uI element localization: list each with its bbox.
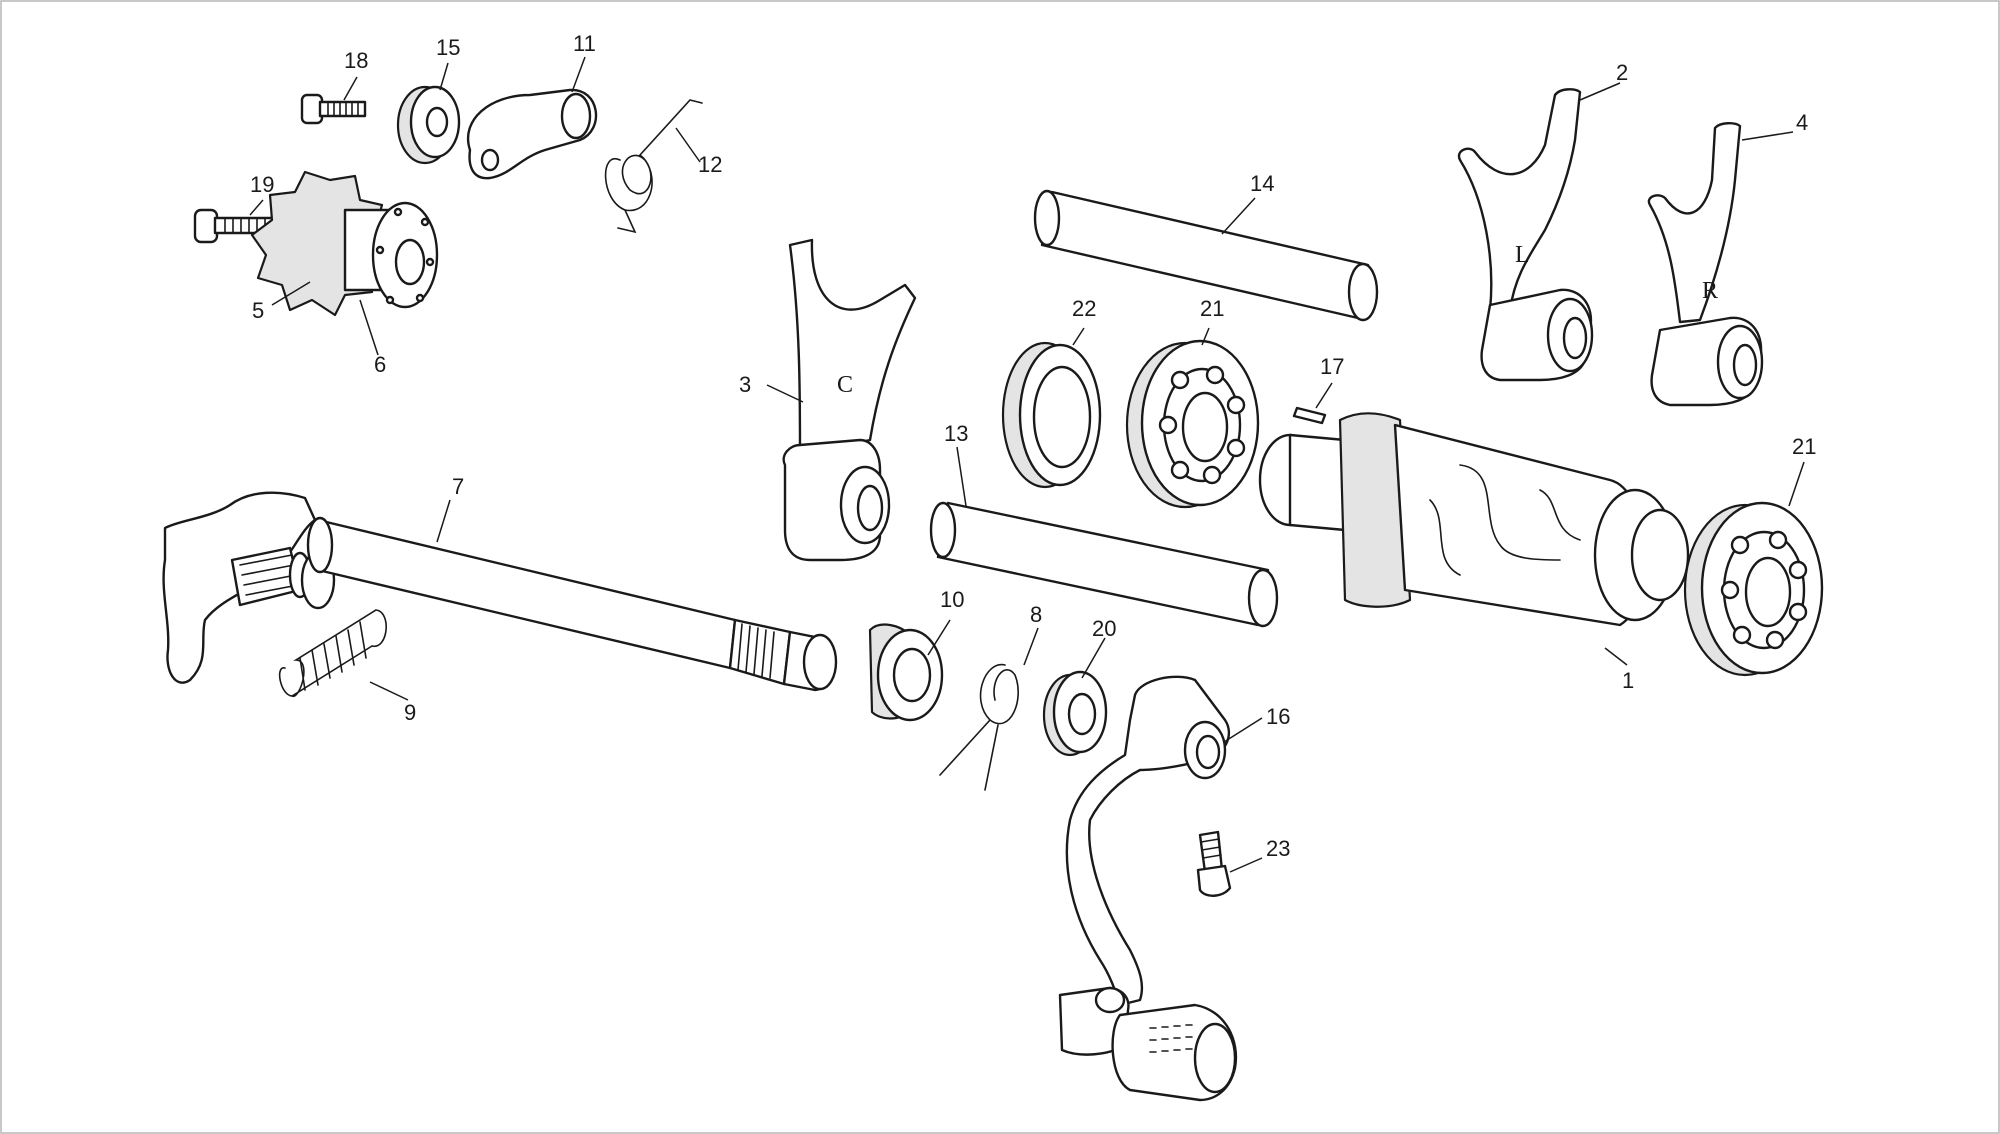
callout-15: 15	[436, 35, 460, 60]
leader-12	[675, 127, 701, 163]
callout-16: 16	[1266, 704, 1290, 729]
callout-6: 6	[374, 352, 386, 377]
leader-17	[1315, 382, 1333, 409]
leader-2	[1579, 82, 1621, 101]
part-23-bolt	[1196, 830, 1232, 897]
callout-21-right: 21	[1792, 434, 1816, 459]
part-15-washer	[396, 85, 461, 165]
leader-9	[369, 681, 409, 701]
leader-8	[1023, 627, 1039, 666]
fork-r-marking: R	[1702, 278, 1718, 304]
part-13-rod	[929, 501, 1279, 628]
callout-22: 22	[1072, 296, 1096, 321]
callout-12: 12	[698, 152, 722, 177]
part-12-spring	[604, 99, 703, 234]
leader-15	[439, 62, 449, 91]
part-4-shift-fork-r: R	[1647, 122, 1764, 407]
part-10-bushing	[868, 623, 944, 722]
callout-14: 14	[1250, 171, 1274, 196]
callout-20: 20	[1092, 616, 1116, 641]
leader-22	[1072, 327, 1085, 346]
part-3-shift-fork-c: C	[782, 238, 917, 562]
part-7-shift-shaft	[162, 491, 838, 692]
leader-6	[359, 299, 379, 356]
part-17-dowel-pin	[1292, 406, 1327, 425]
callout-19: 19	[250, 172, 274, 197]
leader-5	[271, 281, 311, 306]
part-11-lever-plate	[467, 88, 598, 180]
callout-2: 2	[1616, 60, 1628, 85]
callout-21-top: 21	[1200, 296, 1224, 321]
part-20-washer	[1042, 670, 1108, 757]
part-8-spring	[939, 663, 1019, 791]
leader-23	[1229, 857, 1263, 873]
part-9-spring	[278, 609, 387, 697]
callout-3: 3	[739, 372, 751, 397]
callout-1: 1	[1622, 668, 1634, 693]
leader-21b	[1788, 461, 1805, 507]
callout-13: 13	[944, 421, 968, 446]
leader-11	[571, 56, 586, 93]
part-18-screw	[300, 93, 367, 125]
callout-23: 23	[1266, 836, 1290, 861]
leader-21a	[1201, 327, 1210, 346]
callout-labels: 18 15 11 12 19 5 6 3 14 22 21 17 2 4 21 …	[250, 31, 1816, 861]
leader-20	[1081, 637, 1106, 679]
leader-1	[1604, 647, 1628, 666]
callout-10: 10	[940, 587, 964, 612]
part-21-bearing-right	[1683, 501, 1824, 677]
leader-19	[249, 199, 264, 216]
leader-4	[1741, 131, 1794, 141]
callout-9: 9	[404, 700, 416, 725]
leader-18	[343, 76, 358, 101]
part-22-oil-seal	[1001, 341, 1102, 489]
callout-5: 5	[252, 298, 264, 323]
leader-3	[766, 384, 804, 403]
leader-16	[1223, 717, 1263, 743]
leader-7	[436, 499, 451, 543]
leader-14	[1221, 197, 1256, 235]
leader-10	[927, 619, 951, 656]
callout-8: 8	[1030, 602, 1042, 627]
part-21-bearing-left	[1125, 339, 1260, 509]
part-6-pin-drum	[343, 201, 439, 309]
callout-11: 11	[573, 31, 596, 56]
fork-c-marking: C	[837, 372, 853, 398]
fork-l-marking: L	[1515, 242, 1530, 268]
leader-13	[956, 446, 967, 507]
callout-4: 4	[1796, 110, 1808, 135]
callout-18: 18	[344, 48, 368, 73]
part-1-selector-drum	[1258, 412, 1690, 627]
part-16-shift-pedal	[1058, 675, 1238, 1102]
callout-17: 17	[1320, 354, 1344, 379]
leader-lines	[249, 56, 1805, 873]
part-14-rod	[1033, 189, 1379, 322]
callout-7: 7	[452, 474, 464, 499]
part-2-shift-fork-l: L	[1457, 88, 1594, 382]
